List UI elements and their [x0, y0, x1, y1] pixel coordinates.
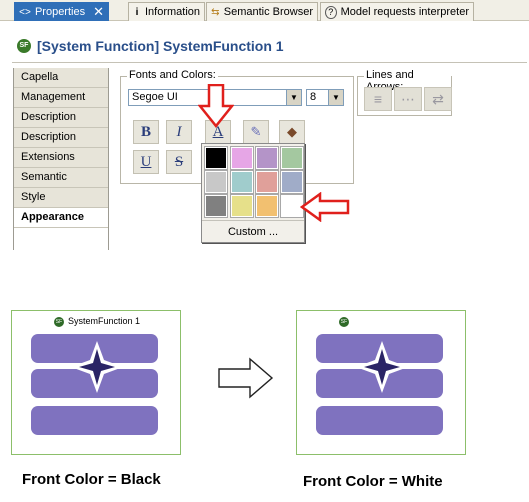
font-name-value: Segoe UI: [132, 91, 178, 103]
tab-semantic-browser-label: Semantic Browser: [223, 6, 313, 18]
left-arrow-annotation-icon: [300, 192, 350, 222]
star-icon: [71, 341, 123, 393]
custom-color-button[interactable]: Custom ...: [202, 220, 304, 242]
sidebar-item-description-2[interactable]: Description: [14, 128, 108, 148]
sidebar-item-label: Style: [21, 191, 46, 203]
line-style-button[interactable]: ≡: [364, 87, 392, 111]
down-arrow-annotation-icon: [198, 84, 234, 128]
italic-icon: I: [176, 124, 182, 140]
fonts-group-label: Fonts and Colors:: [127, 69, 218, 81]
fonts-and-colors-group: Fonts and Colors: Segoe UI ▼ 8 ▼ B I A ✎…: [120, 69, 354, 184]
line-color-button[interactable]: ✎: [243, 120, 269, 144]
sidebar-item-label: Extensions: [21, 151, 75, 163]
italic-button[interactable]: I: [166, 120, 192, 144]
strikethrough-icon: S: [174, 154, 184, 170]
tab-interpreter-label: Model requests interpreter: [340, 6, 469, 18]
sidebar-item-label: Appearance: [21, 211, 84, 223]
color-swatch[interactable]: [255, 194, 279, 218]
color-swatch[interactable]: [230, 194, 254, 218]
font-color-icon: A: [212, 124, 224, 140]
system-function-icon: SF: [339, 317, 349, 327]
lines-and-arrows-group: Lines and Arrows: ≡ ⋯ ⇄: [357, 69, 452, 116]
color-swatch[interactable]: [204, 194, 228, 218]
appearance-panel: Fonts and Colors: Segoe UI ▼ 8 ▼ B I A ✎…: [108, 68, 526, 250]
tab-information-label: Information: [144, 6, 200, 18]
line-style-icon: ≡: [373, 91, 383, 107]
sidebar-item-semantic[interactable]: Semantic: [14, 168, 108, 188]
color-swatch[interactable]: [280, 146, 304, 170]
color-swatch[interactable]: [204, 170, 228, 194]
color-swatch[interactable]: [255, 146, 279, 170]
sidebar-item-label: Semantic: [21, 171, 67, 183]
right-arrow-icon: [218, 357, 274, 399]
font-size-select[interactable]: 8 ▼: [306, 89, 344, 106]
semantic-browser-icon: ⇆: [211, 6, 220, 18]
page-title: SF [System Function] SystemFunction 1: [0, 34, 529, 58]
color-swatch[interactable]: [230, 146, 254, 170]
tab-properties[interactable]: <> Properties ✕: [14, 2, 109, 21]
sidebar-item-label: Description: [21, 111, 77, 123]
interpreter-icon: ?: [325, 5, 337, 19]
diagram-white-front-color: SF: [296, 310, 466, 455]
star-icon: [356, 341, 408, 393]
caption-black: Front Color = Black: [22, 471, 161, 488]
sidebar: Capella Management Description Descripti…: [13, 68, 108, 250]
chevron-down-icon: ▼: [328, 90, 343, 105]
color-swatch[interactable]: [255, 170, 279, 194]
strikethrough-button[interactable]: S: [166, 150, 192, 174]
fill-color-button[interactable]: ◆: [279, 120, 305, 144]
sidebar-item-appearance[interactable]: Appearance: [14, 208, 108, 228]
tab-model-requests-interpreter[interactable]: ? Model requests interpreter: [320, 2, 474, 21]
card-title: SystemFunction 1: [68, 316, 141, 326]
arrow-style-button[interactable]: ⇄: [424, 87, 452, 111]
sidebar-item-label: Description: [21, 131, 77, 143]
properties-icon: <>: [19, 6, 31, 18]
function-bar: [316, 406, 443, 435]
color-palette-popup: Custom ...: [201, 143, 305, 243]
bold-icon: B: [140, 124, 151, 140]
line-dash-button[interactable]: ⋯: [394, 87, 422, 111]
view-tab-bar: <> Properties ✕ i Information ⇆ Semantic…: [0, 0, 529, 21]
font-size-value: 8: [310, 91, 317, 103]
underline-icon: U: [140, 154, 152, 170]
pen-icon: ✎: [250, 124, 262, 139]
color-swatch[interactable]: [230, 170, 254, 194]
function-bar: [31, 406, 158, 435]
tab-information[interactable]: i Information: [128, 2, 205, 21]
close-icon[interactable]: ✕: [93, 4, 104, 19]
tab-properties-label: Properties: [34, 6, 86, 18]
chevron-down-icon: ▼: [286, 90, 301, 105]
sidebar-item-management[interactable]: Management: [14, 88, 108, 108]
sidebar-item-extensions[interactable]: Extensions: [14, 148, 108, 168]
tab-semantic-browser[interactable]: ⇆ Semantic Browser: [206, 2, 318, 21]
diagram-black-front-color: SF SystemFunction 1: [11, 310, 181, 455]
color-swatch[interactable]: [204, 146, 228, 170]
underline-button[interactable]: U: [133, 150, 159, 174]
properties-view: <> Properties ✕ i Information ⇆ Semantic…: [0, 0, 529, 250]
sidebar-item-label: Capella: [21, 71, 59, 83]
arrow-style-icon: ⇄: [432, 91, 444, 107]
page-title-text: [System Function] SystemFunction 1: [37, 38, 284, 54]
custom-color-label: Custom ...: [227, 226, 279, 238]
line-dash-icon: ⋯: [401, 91, 415, 107]
caption-white: Front Color = White: [303, 473, 443, 490]
system-function-icon: SF: [17, 39, 31, 53]
paint-bucket-icon: ◆: [287, 124, 297, 139]
color-swatch[interactable]: [280, 170, 304, 194]
sidebar-item-description[interactable]: Description: [14, 108, 108, 128]
sidebar-item-capella[interactable]: Capella: [14, 68, 108, 88]
info-icon: i: [135, 6, 139, 18]
bold-button[interactable]: B: [133, 120, 159, 144]
sidebar-item-label: Management: [21, 91, 86, 103]
title-divider: [12, 62, 527, 63]
sidebar-item-style[interactable]: Style: [14, 188, 108, 208]
system-function-icon: SF: [54, 317, 64, 327]
